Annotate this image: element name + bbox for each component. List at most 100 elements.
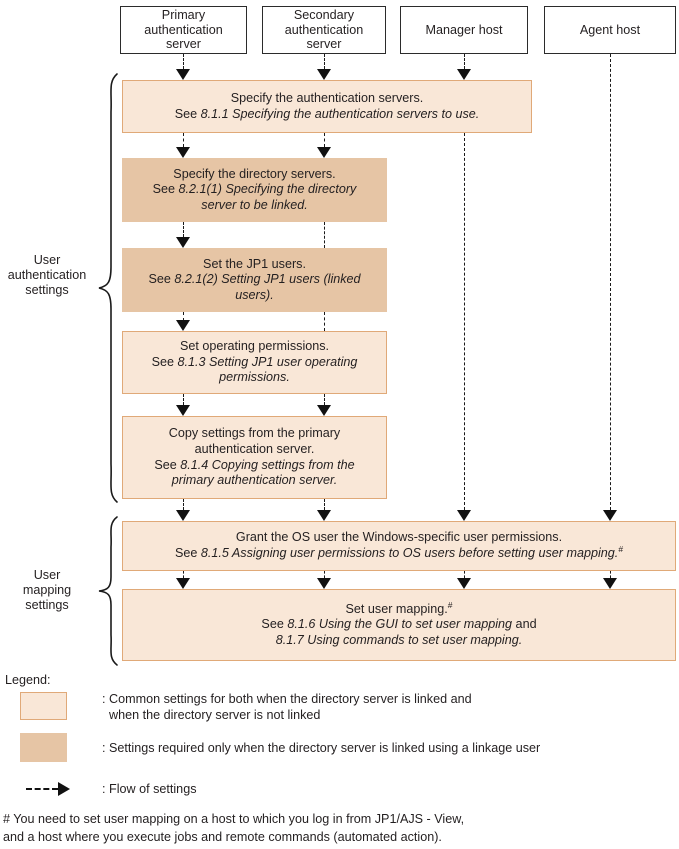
host-label-agent-host: Agent host <box>579 22 641 37</box>
process-line-reference: See 8.1.3 Setting JP1 user operating <box>152 355 358 371</box>
flow-arrow-col2-seg1 <box>317 69 331 80</box>
process-line-reference-cont: primary authentication server. <box>172 473 337 489</box>
flow-line-col2-seg1 <box>324 54 325 69</box>
reference-section: 8.1.6 Using the GUI to set user mapping <box>287 617 513 632</box>
process-line-reference: See 8.1.5 Assigning user permissions to … <box>174 543 624 562</box>
flow-arrow-col1-seg1 <box>176 69 190 80</box>
process-line-reference: See 8.1.4 Copying settings from the <box>154 458 354 474</box>
reference-prefix: See <box>152 182 179 197</box>
process-line-title: Set the JP1 users. <box>203 256 306 271</box>
process-line-title: Specify the authentication servers. <box>230 90 424 105</box>
flow-line-col2-seg2 <box>324 133 325 147</box>
flow-arrow-col1-seg3 <box>176 237 190 248</box>
process-box-copy-settings-from-primary: Copy settings from the primary authentic… <box>122 416 387 499</box>
reference-section-cont: server to be linked. <box>201 197 308 212</box>
host-label-secondary-authentication-server: Secondary authentication server <box>284 8 364 52</box>
reference-section-cont: 8.1.7 Using commands to set user mapping… <box>275 632 523 647</box>
flow-line-col1-seg6 <box>183 499 184 510</box>
process-box-grant-os-user-permissions: Grant the OS user the Windows-specific u… <box>122 521 676 571</box>
process-line-title: Copy settings from the primary <box>168 426 341 441</box>
legend-text-directory-linked: : Settings required only when the direct… <box>102 741 541 755</box>
group-label-user-mapping-settings: User mapping settings <box>22 568 72 613</box>
flow-line-col2-seg7 <box>324 571 325 578</box>
reference-prefix: See <box>174 106 201 121</box>
flow-line-col3-seg1 <box>464 54 465 69</box>
legend-text-flow-of-settings: : Flow of settings <box>102 782 197 796</box>
footnote-marker: # <box>618 543 624 554</box>
process-line-title: Grant the OS user the Windows-specific u… <box>235 530 563 545</box>
flow-line-col3-seg3 <box>464 571 465 578</box>
footnote-marker: # <box>447 599 453 610</box>
reference-section-cont: users). <box>235 287 274 302</box>
flow-arrow-col2-seg2 <box>317 147 331 158</box>
legend-text-common-settings: : Common settings for both when the dire… <box>102 691 472 723</box>
legend-line-2: when the directory server is not linked <box>102 708 321 722</box>
flow-arrow-col4-seg2 <box>603 578 617 589</box>
flow-line-col1-seg3 <box>183 222 184 237</box>
legend-title: Legend: <box>5 673 51 687</box>
flow-line-col2-seg3 <box>324 222 325 248</box>
process-line-reference-cont: users). <box>235 288 274 304</box>
process-title-text: Set user mapping. <box>345 601 448 616</box>
flow-line-col3-seg2 <box>464 133 465 510</box>
process-line-reference: See 8.2.1(1) Specifying the directory <box>153 182 357 198</box>
reference-section-cont: permissions. <box>219 370 290 385</box>
process-line-reference-cont: permissions. <box>219 370 290 386</box>
host-label-manager-host: Manager host <box>425 22 503 37</box>
legend-swatch-common-settings <box>20 692 67 720</box>
reference-prefix: See <box>154 457 181 472</box>
flow-line-col1-seg5 <box>183 394 184 405</box>
process-line-title: Set user mapping.# <box>345 599 453 618</box>
flow-arrow-col3-seg3 <box>457 578 471 589</box>
host-box-primary-authentication-server: Primary authentication server <box>120 6 247 54</box>
legend-line-1: : Common settings for both when the dire… <box>102 692 472 706</box>
reference-section: 8.1.5 Assigning user permissions to OS u… <box>200 546 619 560</box>
flow-arrow-col1-seg2 <box>176 147 190 158</box>
process-line-reference: See 8.1.1 Specifying the authentication … <box>175 107 480 123</box>
process-line-title: Set operating permissions. <box>179 339 330 354</box>
bracket-user-mapping-settings <box>98 516 118 666</box>
reference-section: 8.1.1 Specifying the authentication serv… <box>200 106 480 121</box>
process-box-set-jp1-users: Set the JP1 users. See 8.2.1(2) Setting … <box>122 248 387 312</box>
flow-line-col2-seg5 <box>324 394 325 405</box>
reference-section-cont: primary authentication server. <box>171 473 338 488</box>
reference-suffix: and <box>512 617 537 632</box>
legend-dashed-line <box>26 788 58 790</box>
process-line-reference-cont: 8.1.7 Using commands to set user mapping… <box>276 633 522 649</box>
flow-line-col4-seg1 <box>610 54 611 510</box>
host-box-agent-host: Agent host <box>544 6 676 54</box>
flow-line-col1-seg1 <box>183 54 184 69</box>
flow-arrow-col3-seg2 <box>457 510 471 521</box>
process-line-title-cont: authentication server. <box>194 441 315 456</box>
legend-swatch-directory-linked <box>20 733 67 762</box>
process-line-reference-cont: server to be linked. <box>201 198 307 214</box>
reference-section: 8.1.4 Copying settings from the <box>180 457 355 472</box>
footnote-text: # You need to set user mapping on a host… <box>3 810 464 846</box>
group-label-user-authentication-settings: User authentication settings <box>7 253 87 298</box>
process-box-specify-directory-servers: Specify the directory servers. See 8.2.1… <box>122 158 387 222</box>
process-box-set-user-mapping: Set user mapping.# See 8.1.6 Using the G… <box>122 589 676 661</box>
flow-arrow-col4-seg1 <box>603 510 617 521</box>
footnote-line-1: # You need to set user mapping on a host… <box>3 812 465 826</box>
flow-arrow-col2-seg6 <box>317 510 331 521</box>
host-box-secondary-authentication-server: Secondary authentication server <box>262 6 386 54</box>
reference-prefix: See <box>174 546 201 560</box>
flow-line-col1-seg4 <box>183 312 184 321</box>
reference-section: 8.2.1(2) Setting JP1 users (linked <box>174 272 361 287</box>
flow-arrow-col3-seg1 <box>457 69 471 80</box>
flow-line-col2-seg4 <box>324 312 325 331</box>
host-label-primary-authentication-server: Primary authentication server <box>144 8 223 52</box>
flow-line-col1-seg7 <box>183 571 184 578</box>
reference-prefix: See <box>148 272 175 287</box>
reference-prefix: See <box>261 617 288 632</box>
host-box-manager-host: Manager host <box>400 6 528 54</box>
bracket-user-authentication-settings <box>98 73 118 503</box>
flow-line-col2-seg6 <box>324 499 325 510</box>
footnote-line-2: and a host where you execute jobs and re… <box>3 830 442 844</box>
process-box-set-operating-permissions: Set operating permissions. See 8.1.3 Set… <box>122 331 387 394</box>
flow-arrow-col1-seg7 <box>176 578 190 589</box>
process-box-specify-authentication-servers: Specify the authentication servers. See … <box>122 80 532 133</box>
flow-arrow-col1-seg6 <box>176 510 190 521</box>
flow-line-col1-seg2 <box>183 133 184 147</box>
